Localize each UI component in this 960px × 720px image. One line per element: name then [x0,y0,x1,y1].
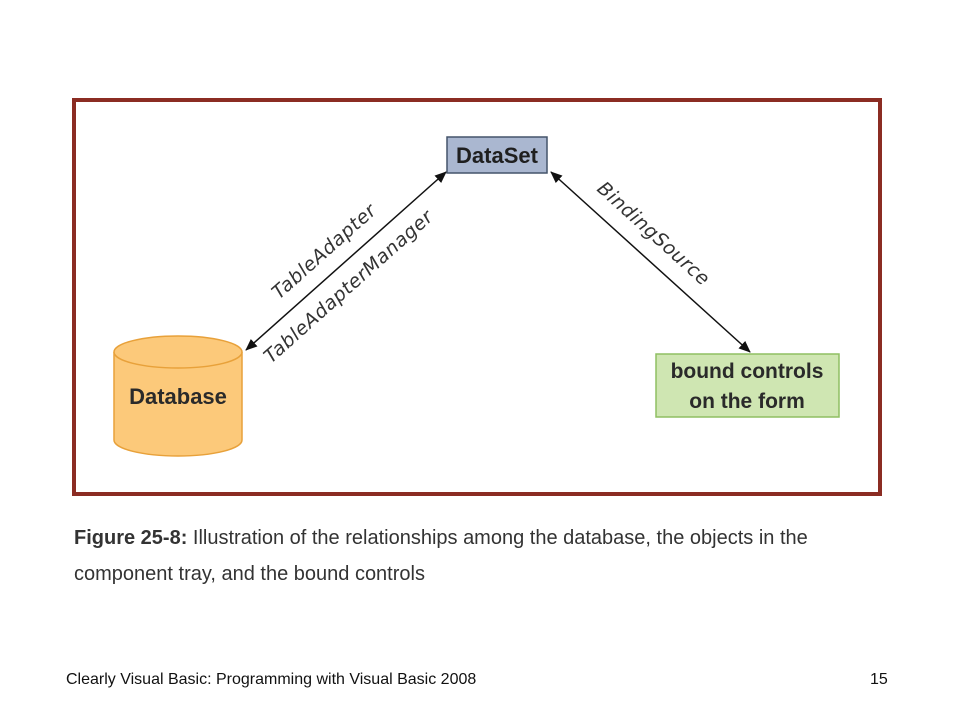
dataset-label: DataSet [456,143,539,168]
bound-controls-label-line1: bound controls [671,360,824,383]
binding-source-label: BindingSource [593,177,715,290]
slide-footer-title: Clearly Visual Basic: Programming with V… [66,671,477,688]
figure-caption-label: Figure 25-8: [74,527,188,549]
bound-controls-node: bound controls on the form [655,353,840,418]
database-label: Database [129,384,227,409]
table-adapter-label: TableAdapter [268,199,382,304]
database-cylinder-body [113,352,243,457]
dataset-node: DataSet [446,136,548,174]
bound-controls-label-line2: on the form [689,390,805,413]
dataset-bound-controls-arrow [550,171,751,353]
database-cylinder-top [113,335,243,369]
dataset-box [446,136,548,174]
bound-controls-box [655,353,840,418]
relationship-diagram: DataSet Database bound controls on the f… [113,136,840,457]
database-node: Database [113,335,243,457]
figure-caption-text: Illustration of the relationships among … [74,527,808,585]
slide-page-number: 15 [870,671,888,688]
figure-caption: Figure 25-8: Illustration of the relatio… [74,520,864,592]
figure-frame [72,98,882,496]
database-dataset-arrow [245,171,447,351]
